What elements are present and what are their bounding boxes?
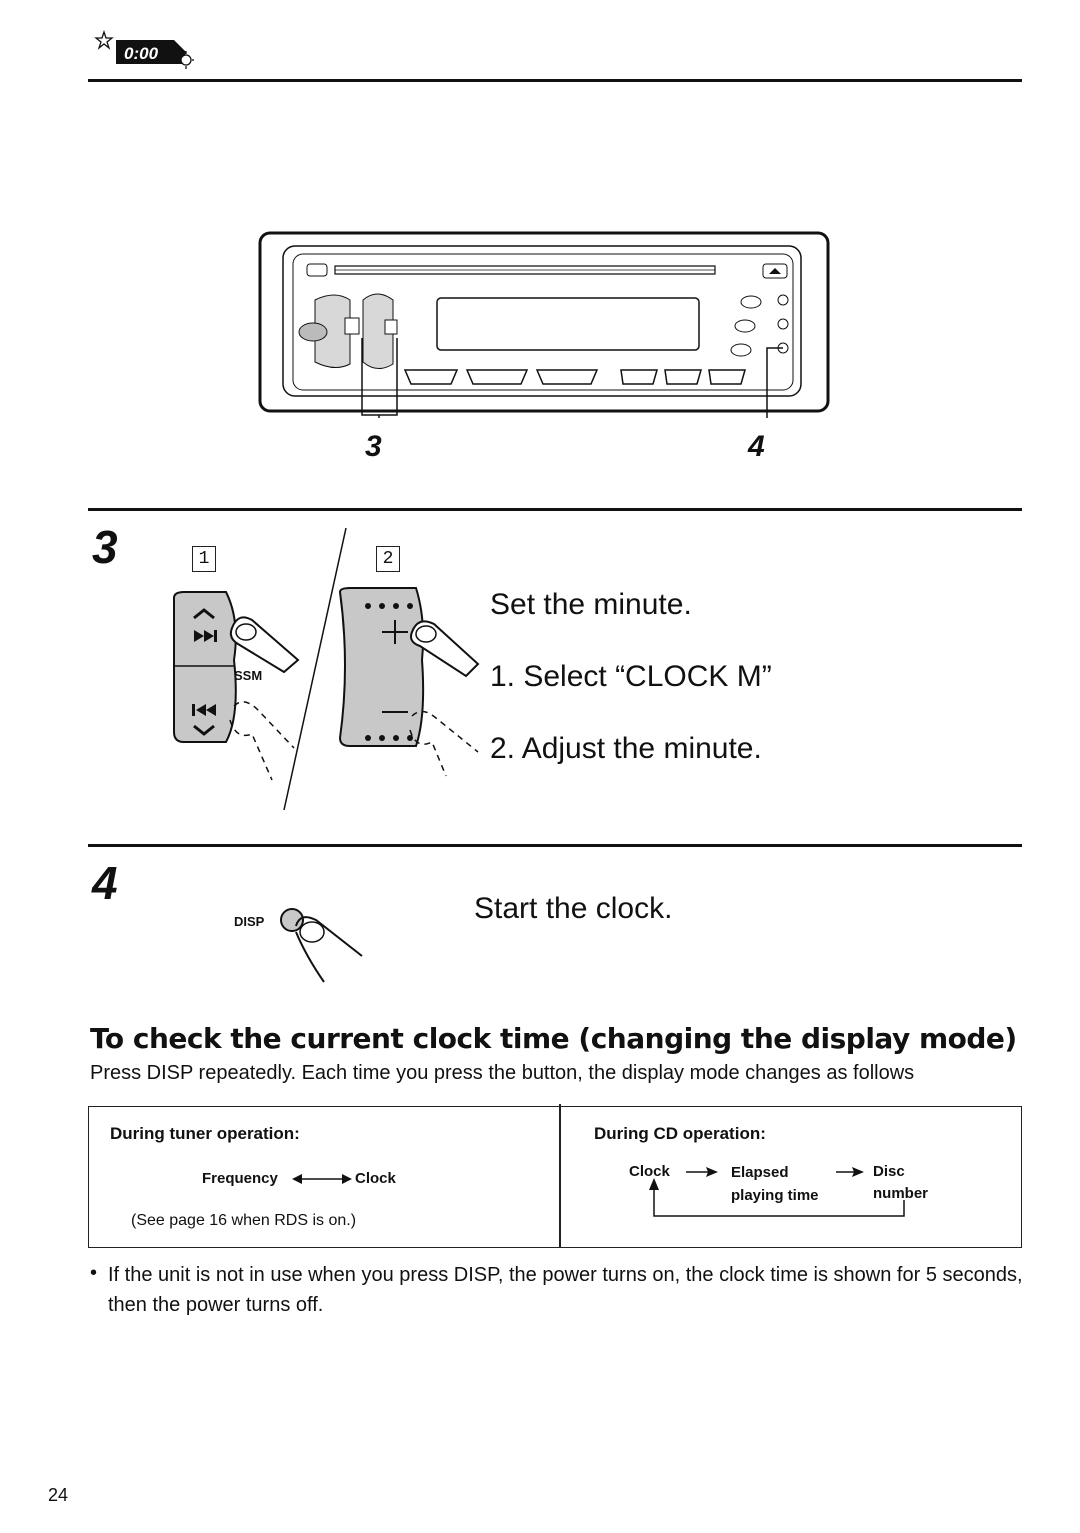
section-heading: To check the current clock time (changin… [90,1022,1017,1055]
display-mode-table [88,1106,1022,1248]
step4-rule [88,844,1022,847]
bullet-text: If the unit is not in use when you press… [108,1264,1023,1316]
step3-sub2: 2 [376,546,400,572]
step3-number: 3 [92,521,118,573]
step3-sub1: 1 [192,546,216,572]
clock-display-icon: 0:00 [94,30,194,69]
section-intro: Press DISP repeatedly. Each time you pre… [90,1062,915,1084]
disp-button-illustration: DISP [234,908,363,983]
tuner-clock: Clock [355,1170,396,1187]
cd-heading: During CD operation: [594,1124,766,1143]
cd-elapsed-1: Elapsed [731,1164,789,1181]
step3-title: Set the minute. [490,588,692,621]
cd-disc-1: Disc [873,1163,905,1180]
step3-line2: 2. Adjust the minute. [490,732,762,765]
disp-label: DISP [234,914,265,929]
car-stereo-faceplate [258,231,830,418]
header-rule [88,79,1022,82]
step3-illustration: SSM [173,527,480,811]
table-divider [559,1104,561,1248]
callout-4: 4 [748,430,765,463]
clock-digits: 0:00 [124,44,159,63]
bullet-dot: • [90,1262,98,1284]
cd-clock: Clock [629,1163,670,1180]
page-number: 24 [48,1485,69,1505]
step4-title: Start the clock. [474,892,673,925]
callout-3: 3 [365,430,382,463]
step4-number: 4 [92,857,118,909]
ssm-label: SSM [234,668,262,683]
cd-cycle-arrows-icon [649,1167,905,1217]
tuner-note: (See page 16 when RDS is on.) [131,1212,357,1229]
cd-elapsed-2: playing time [731,1187,819,1204]
tuner-heading: During tuner operation: [110,1124,300,1143]
tuner-frequency: Frequency [202,1170,278,1187]
cd-disc-2: number [873,1185,929,1202]
step3-line1: 1. Select “CLOCK M” [490,660,772,693]
double-arrow-icon [292,1174,352,1184]
step3-rule [88,508,1022,511]
